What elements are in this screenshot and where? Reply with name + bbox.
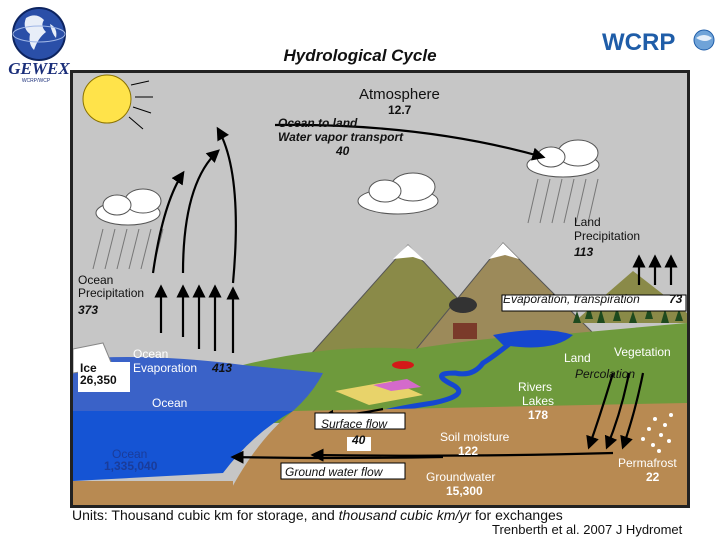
river xyxy=(372,339,515,418)
ice-box xyxy=(78,362,130,392)
sun-icon xyxy=(82,74,153,130)
evap-transp-box xyxy=(501,294,687,312)
ocean-storage-value: 1,335,040 xyxy=(104,459,158,473)
lakes-label: Lakes xyxy=(522,394,555,408)
units-prefix: Units: Thousand cubic km for storage, an… xyxy=(72,507,339,523)
ocean-surface xyxy=(73,357,323,411)
ground-water-flow-box xyxy=(280,462,406,480)
factory xyxy=(453,323,477,339)
ice-value: 26,350 xyxy=(80,373,117,387)
diagram-artwork xyxy=(73,73,687,505)
ocean-evap-label-2: Evaporation xyxy=(133,361,198,375)
atmosphere-label: Atmosphere xyxy=(359,86,440,103)
rain-land xyxy=(527,178,599,224)
evap-transp-label: Evaporation, transpiration xyxy=(503,292,640,306)
wcrp-logo-text: WCRP xyxy=(602,29,675,56)
ice-label: Ice xyxy=(80,361,97,375)
gewex-logo-text: GEWEX xyxy=(8,59,70,78)
units-suffix: for exchanges xyxy=(470,507,563,523)
groundwater-value: 15,300 xyxy=(446,484,483,498)
ocean-precip-label: Ocean xyxy=(78,273,114,287)
ocean-to-land-label: Ocean to land xyxy=(278,116,358,130)
atmosphere-value: 12.7 xyxy=(388,103,412,117)
land-label: Land xyxy=(564,351,591,365)
units-note: Units: Thousand cubic km for storage, an… xyxy=(72,507,563,523)
surface-flow-label: Surface flow xyxy=(321,417,388,431)
permafrost-value: 22 xyxy=(646,470,660,484)
land-precip-label-2: Precipitation xyxy=(574,229,641,243)
wcrp-logo: WCRP xyxy=(600,20,716,64)
gewex-logo-subtext: WCRP/WCP xyxy=(22,78,51,84)
soil-moisture-value: 122 xyxy=(458,444,479,458)
cloud-icon xyxy=(526,139,600,178)
permafrost-label: Permafrost xyxy=(618,456,677,470)
ocean-to-land-label-2: Water vapor transport xyxy=(278,130,404,144)
flow-arrows xyxy=(151,123,678,464)
gewex-logo: GEWEX WCRP/WCP xyxy=(6,4,72,84)
surface-flow-value-box xyxy=(347,437,371,451)
ground-water-flow-label: Ground water flow xyxy=(285,465,383,479)
cloud-icon xyxy=(95,188,162,226)
permafrost-texture xyxy=(641,413,673,453)
deep-ocean xyxy=(73,411,293,481)
evap-transp-value: 73 xyxy=(669,292,683,306)
rivers-value: 178 xyxy=(528,408,549,422)
ocean-storage-label: Ocean xyxy=(112,447,148,461)
rivers-label: Rivers xyxy=(518,380,553,394)
surface-flow-box xyxy=(314,412,406,430)
ocean-evap-label: Ocean xyxy=(133,347,169,361)
vegetation-label: Vegetation xyxy=(614,345,671,359)
cloud-icon xyxy=(357,172,439,215)
page-title: Hydrological Cycle xyxy=(283,46,437,65)
tree-icon xyxy=(573,305,683,323)
percolation-label: Percolation xyxy=(575,367,636,381)
car-icon xyxy=(392,361,414,369)
ocean-to-land-value: 40 xyxy=(336,144,350,158)
ocean-surface-label: Ocean xyxy=(152,396,188,410)
units-italic: thousand cubic km/yr xyxy=(338,507,471,523)
citation: Trenberth et al. 2007 J Hydromet xyxy=(492,522,683,537)
ocean-precip-value: 373 xyxy=(78,303,99,317)
surface-flow-value: 40 xyxy=(352,433,366,447)
ocean-evap-value: 413 xyxy=(212,361,233,375)
land-precip-label: Land xyxy=(574,215,601,229)
hydrological-cycle-diagram xyxy=(70,70,690,508)
ocean-precip-label-2: Precipitation xyxy=(78,286,145,300)
soil-moisture-label: Soil moisture xyxy=(440,430,510,444)
land-precip-value: 113 xyxy=(574,245,594,259)
groundwater-label: Groundwater xyxy=(426,470,496,484)
